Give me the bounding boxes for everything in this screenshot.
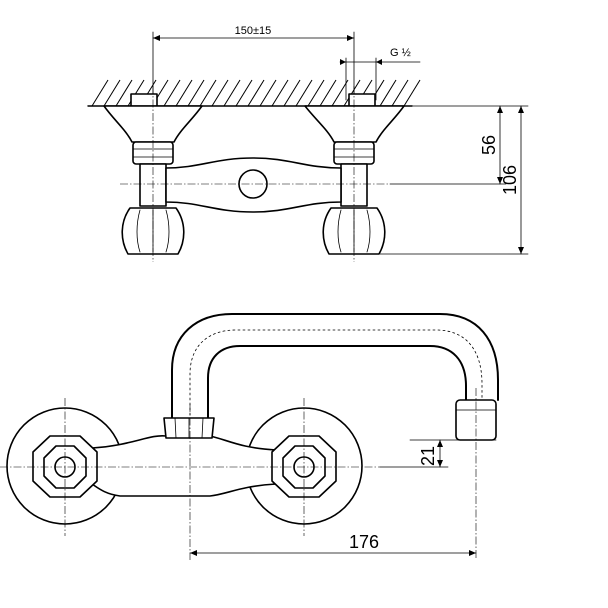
- hatch-line: [223, 79, 241, 107]
- height-dimensions: 56 106: [379, 105, 529, 255]
- hatch-line: [247, 79, 265, 107]
- spout-reach-label: 176: [349, 532, 379, 552]
- hatch-line: [103, 79, 121, 107]
- top-view: 150±15 G ½: [87, 25, 529, 262]
- hatch-line: [259, 79, 277, 107]
- thread-dimension: G ½: [339, 47, 421, 101]
- hatch-line: [319, 79, 337, 107]
- center-spacing-label: 150±15: [235, 25, 272, 37]
- hatch-line: [343, 79, 361, 107]
- hatch-line: [391, 79, 409, 107]
- hatch-line: [271, 79, 289, 107]
- spout-reach-dimension: 176: [189, 532, 477, 556]
- hatch-line: [115, 79, 133, 107]
- spout-height-label: 21: [418, 446, 438, 466]
- mixer-body-front: [91, 417, 277, 497]
- height-axis-label: 56: [479, 135, 499, 155]
- hatch-line: [175, 79, 193, 107]
- hatch-line: [199, 79, 217, 107]
- hatch-line: [187, 79, 205, 107]
- hatch-line: [91, 79, 109, 107]
- hatch-line: [379, 79, 397, 107]
- hatch-line: [331, 79, 349, 107]
- hatch-line: [211, 79, 229, 107]
- hatch-line: [403, 79, 421, 107]
- total-height-label: 106: [500, 165, 520, 195]
- hatch-line: [283, 79, 301, 107]
- front-view: 21 176: [0, 313, 499, 560]
- center-spacing-dimension: 150±15: [152, 25, 355, 105]
- hatch-line: [307, 79, 325, 107]
- thread-label: G ½: [390, 47, 411, 59]
- hatch-line: [163, 79, 181, 107]
- hatch-line: [235, 79, 253, 107]
- mixer-body-top: [165, 157, 342, 213]
- spout-height-dimension: 21: [379, 439, 497, 468]
- hatch-line: [295, 79, 313, 107]
